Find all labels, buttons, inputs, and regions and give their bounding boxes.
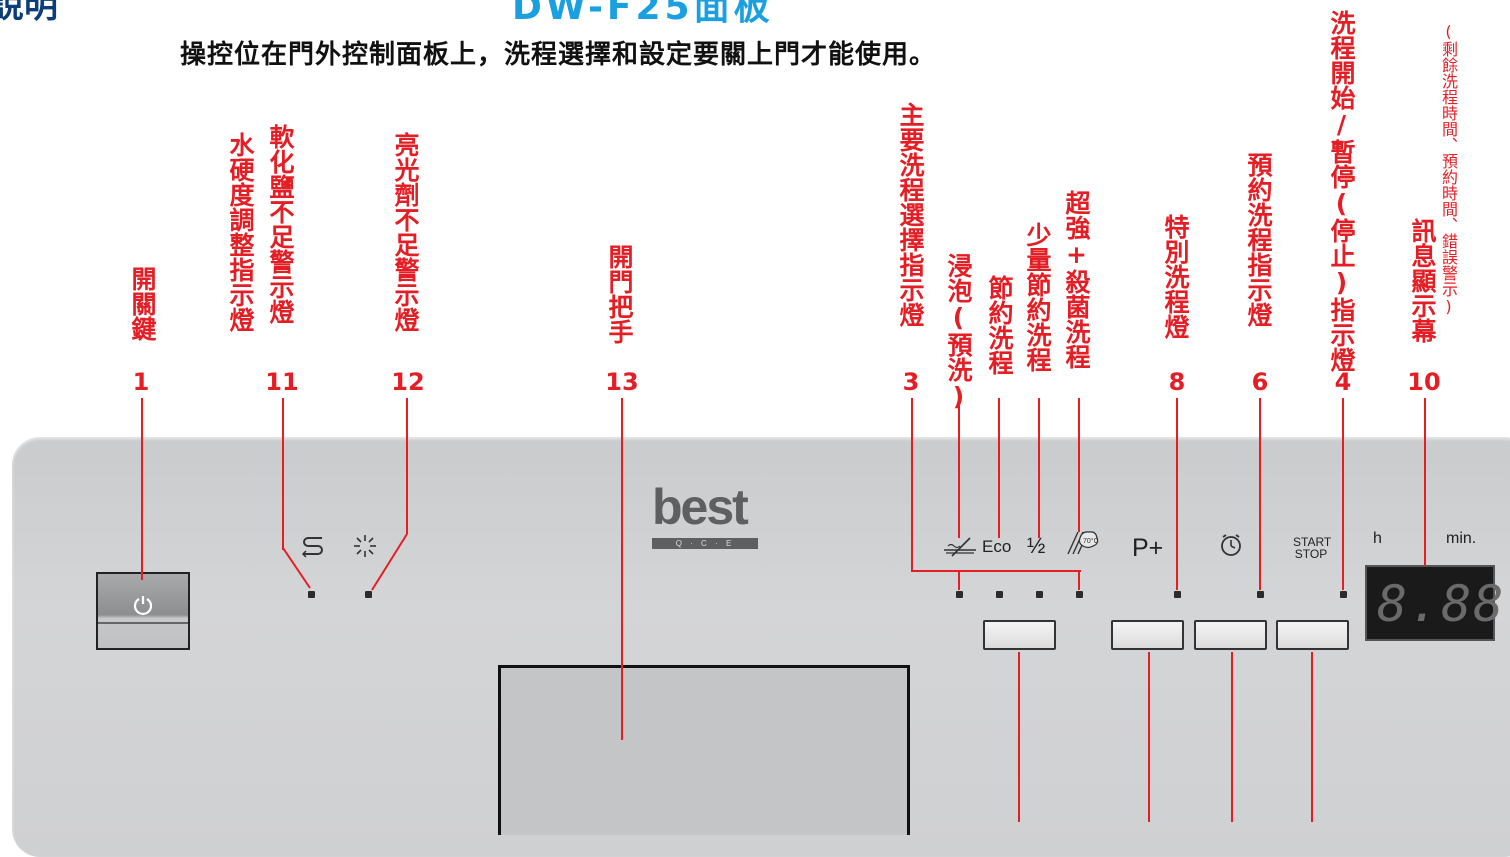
brand-logo-bar: Q · C · E [652,538,758,549]
leader-line-11 [282,398,284,550]
label-intensive-sterilize: 超強+殺菌洗程 [1062,190,1091,369]
leader-line-13 [621,398,623,740]
salt-warning-led [308,591,315,598]
leader-line-3-horizontal [911,570,1081,572]
leader-line-bottom-1 [1018,652,1020,822]
label-soak-prewash: 浸泡(預洗) [944,253,973,411]
label-display-note: (剩餘洗程時間、預約時間、錯誤警示) [1439,22,1458,316]
leader-line-soak-led [958,570,960,590]
leader-line-bottom-3 [1231,652,1233,822]
power-icon [133,596,153,616]
label-special-program: 特別洗程燈 [1161,214,1190,339]
number-11: 11 [265,368,299,396]
label-delay-indicator: 預約洗程指示燈 [1244,152,1273,327]
number-6: 6 [1251,368,1269,396]
display-digits: 8.88 [1377,575,1506,633]
label-display-screen: 訊息顯示幕 [1408,218,1437,343]
rinse-aid-led [365,591,372,598]
leader-line-intensive-led [1078,570,1080,590]
power-button-divider [98,622,188,624]
eco-label: Eco [982,537,1012,556]
intensive-led [1076,591,1083,598]
power-button[interactable] [96,572,190,650]
delay-led [1257,591,1264,598]
number-13: 13 [605,368,639,396]
number-8: 8 [1168,368,1186,396]
eco-led [996,591,1003,598]
timer-icon [1221,534,1241,556]
number-1: 1 [132,368,150,396]
half-label: ½ [1027,533,1046,558]
number-12: 12 [391,368,425,396]
leader-line-11-diag [282,548,311,589]
stop-label: STOP [1294,547,1328,561]
salt-icon [301,537,323,558]
leader-line-3 [911,398,913,572]
start-stop-label: START STOP [1293,535,1332,561]
label-rinse-aid-warning: 亮光劑不足警示燈 [391,132,420,332]
svg-text:70°C: 70°C [1083,537,1099,545]
leader-line-12-diag [371,533,408,591]
header-left-text: 說明 [0,0,58,26]
label-salt-warning: 軟化鹽不足警示燈 [266,124,295,324]
delay-start-button[interactable] [1194,620,1267,650]
leader-line-bottom-2 [1148,652,1150,822]
start-label: START [1293,535,1332,549]
label-door-handle: 開門把手 [605,244,634,344]
soak-led [956,591,963,598]
label-start-pause: 洗程開始/暫停(停止)指示燈 [1327,10,1356,372]
number-3: 3 [902,368,920,396]
leader-line-10 [1424,398,1426,566]
door-handle[interactable] [498,665,910,835]
subtitle: 操控位在門外控制面板上，洗程選擇和設定要關上門才能使用。 [180,40,937,70]
rinse-aid-icon [354,535,376,557]
leader-line-1 [141,398,143,580]
minute-label: min. [1446,530,1477,547]
leader-line-4 [1342,398,1344,590]
number-10: 10 [1407,368,1441,396]
number-4: 4 [1334,368,1352,396]
leader-line-half [1038,398,1040,538]
label-half-eco-program: 少量節約洗程 [1023,222,1052,372]
label-main-program: 主要洗程選擇指示燈 [896,102,925,327]
half-led [1036,591,1043,598]
leader-line-bottom-4 [1311,652,1313,822]
p-plus-label: P+ [1132,534,1164,562]
label-power-key: 開關鍵 [128,266,157,341]
leader-line-soak [958,398,960,538]
program-select-button[interactable] [983,620,1056,650]
start-stop-button[interactable] [1276,620,1349,650]
special-led [1174,591,1181,598]
brand-logo-sub: Q · C · E [675,539,735,548]
leader-line-eco [998,398,1000,538]
special-program-button[interactable] [1111,620,1184,650]
leader-line-intensive [1078,398,1080,532]
leader-line-12 [406,398,408,534]
start-stop-led [1340,591,1347,598]
hour-label: h [1373,530,1382,547]
message-display: 8.88 [1365,565,1503,641]
label-water-hardness: 水硬度調整指示燈 [226,132,255,332]
leader-line-8 [1176,398,1178,590]
intensive-icon: 70°C [1067,531,1099,555]
header-title: DW-F25面板 [512,0,774,28]
brand-logo: best [652,479,749,535]
soak-icon [944,537,976,557]
label-eco-program: 節約洗程 [985,275,1014,375]
leader-line-6 [1259,398,1261,590]
